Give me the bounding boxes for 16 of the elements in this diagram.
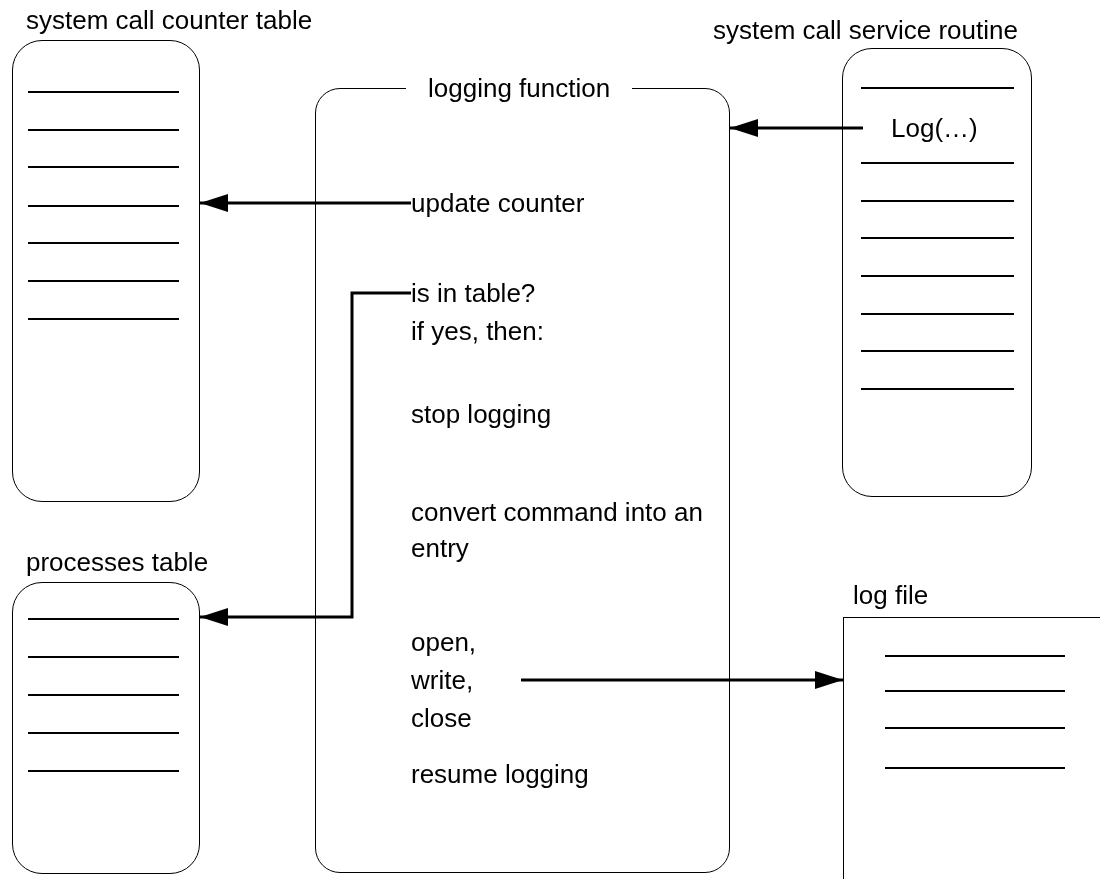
arrow: [200, 291, 411, 626]
box-heading: system call service routine: [713, 14, 1018, 47]
box-heading: system call counter table: [26, 4, 313, 37]
step-text: open, write, close: [411, 623, 521, 737]
step-text: resume logging: [411, 758, 589, 791]
box-heading: processes table: [26, 546, 209, 579]
step-text: is in table?: [411, 274, 536, 312]
arrow: [730, 119, 863, 137]
step-text: if yes, then:: [411, 315, 544, 348]
step-text: convert command into an entry: [411, 496, 704, 565]
arrow: [200, 194, 411, 212]
step-text: update counter: [411, 184, 585, 222]
step-text: stop logging: [411, 398, 552, 431]
arrow: [521, 671, 843, 689]
step-text: Log(…): [863, 109, 978, 147]
box-heading: log file: [853, 579, 929, 612]
